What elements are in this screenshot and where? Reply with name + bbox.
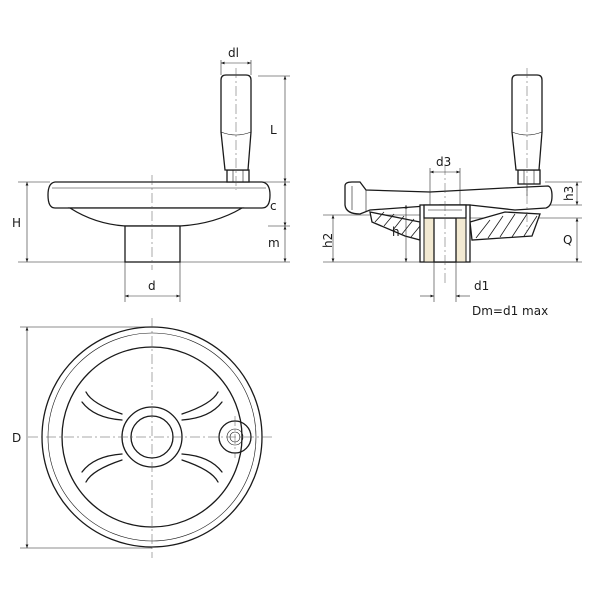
front-view: D (12, 318, 275, 558)
bushing-left (423, 217, 435, 263)
label-d1: d1 (474, 279, 489, 293)
label-d3: d3 (436, 155, 451, 169)
rim-profile (344, 181, 553, 215)
label-D: D (12, 431, 21, 445)
label-c: c (270, 199, 277, 213)
label-H: H (12, 216, 21, 230)
spoke-section (369, 211, 421, 241)
bushing-right (455, 217, 467, 263)
hub-cone-side (67, 207, 245, 227)
hub-cylinder-side (124, 225, 181, 263)
wheel-rim-side (47, 181, 271, 209)
side-view: dl L c m H d (12, 46, 290, 302)
label-L: L (270, 123, 277, 137)
hatching (374, 211, 538, 239)
label-h3: h3 (562, 186, 576, 201)
label-h: h (392, 225, 400, 239)
spokes (81, 391, 223, 483)
label-dl: dl (228, 46, 239, 60)
label-h2: h2 (321, 233, 335, 248)
label-Q: Q (563, 233, 572, 247)
label-m: m (268, 236, 280, 250)
rim-inner (61, 346, 243, 528)
note-dm: Dm=d1 max (472, 304, 548, 318)
section-view: d3 h3 Q h h2 d1 Dm=d1 max (321, 68, 582, 318)
label-d: d (148, 279, 156, 293)
